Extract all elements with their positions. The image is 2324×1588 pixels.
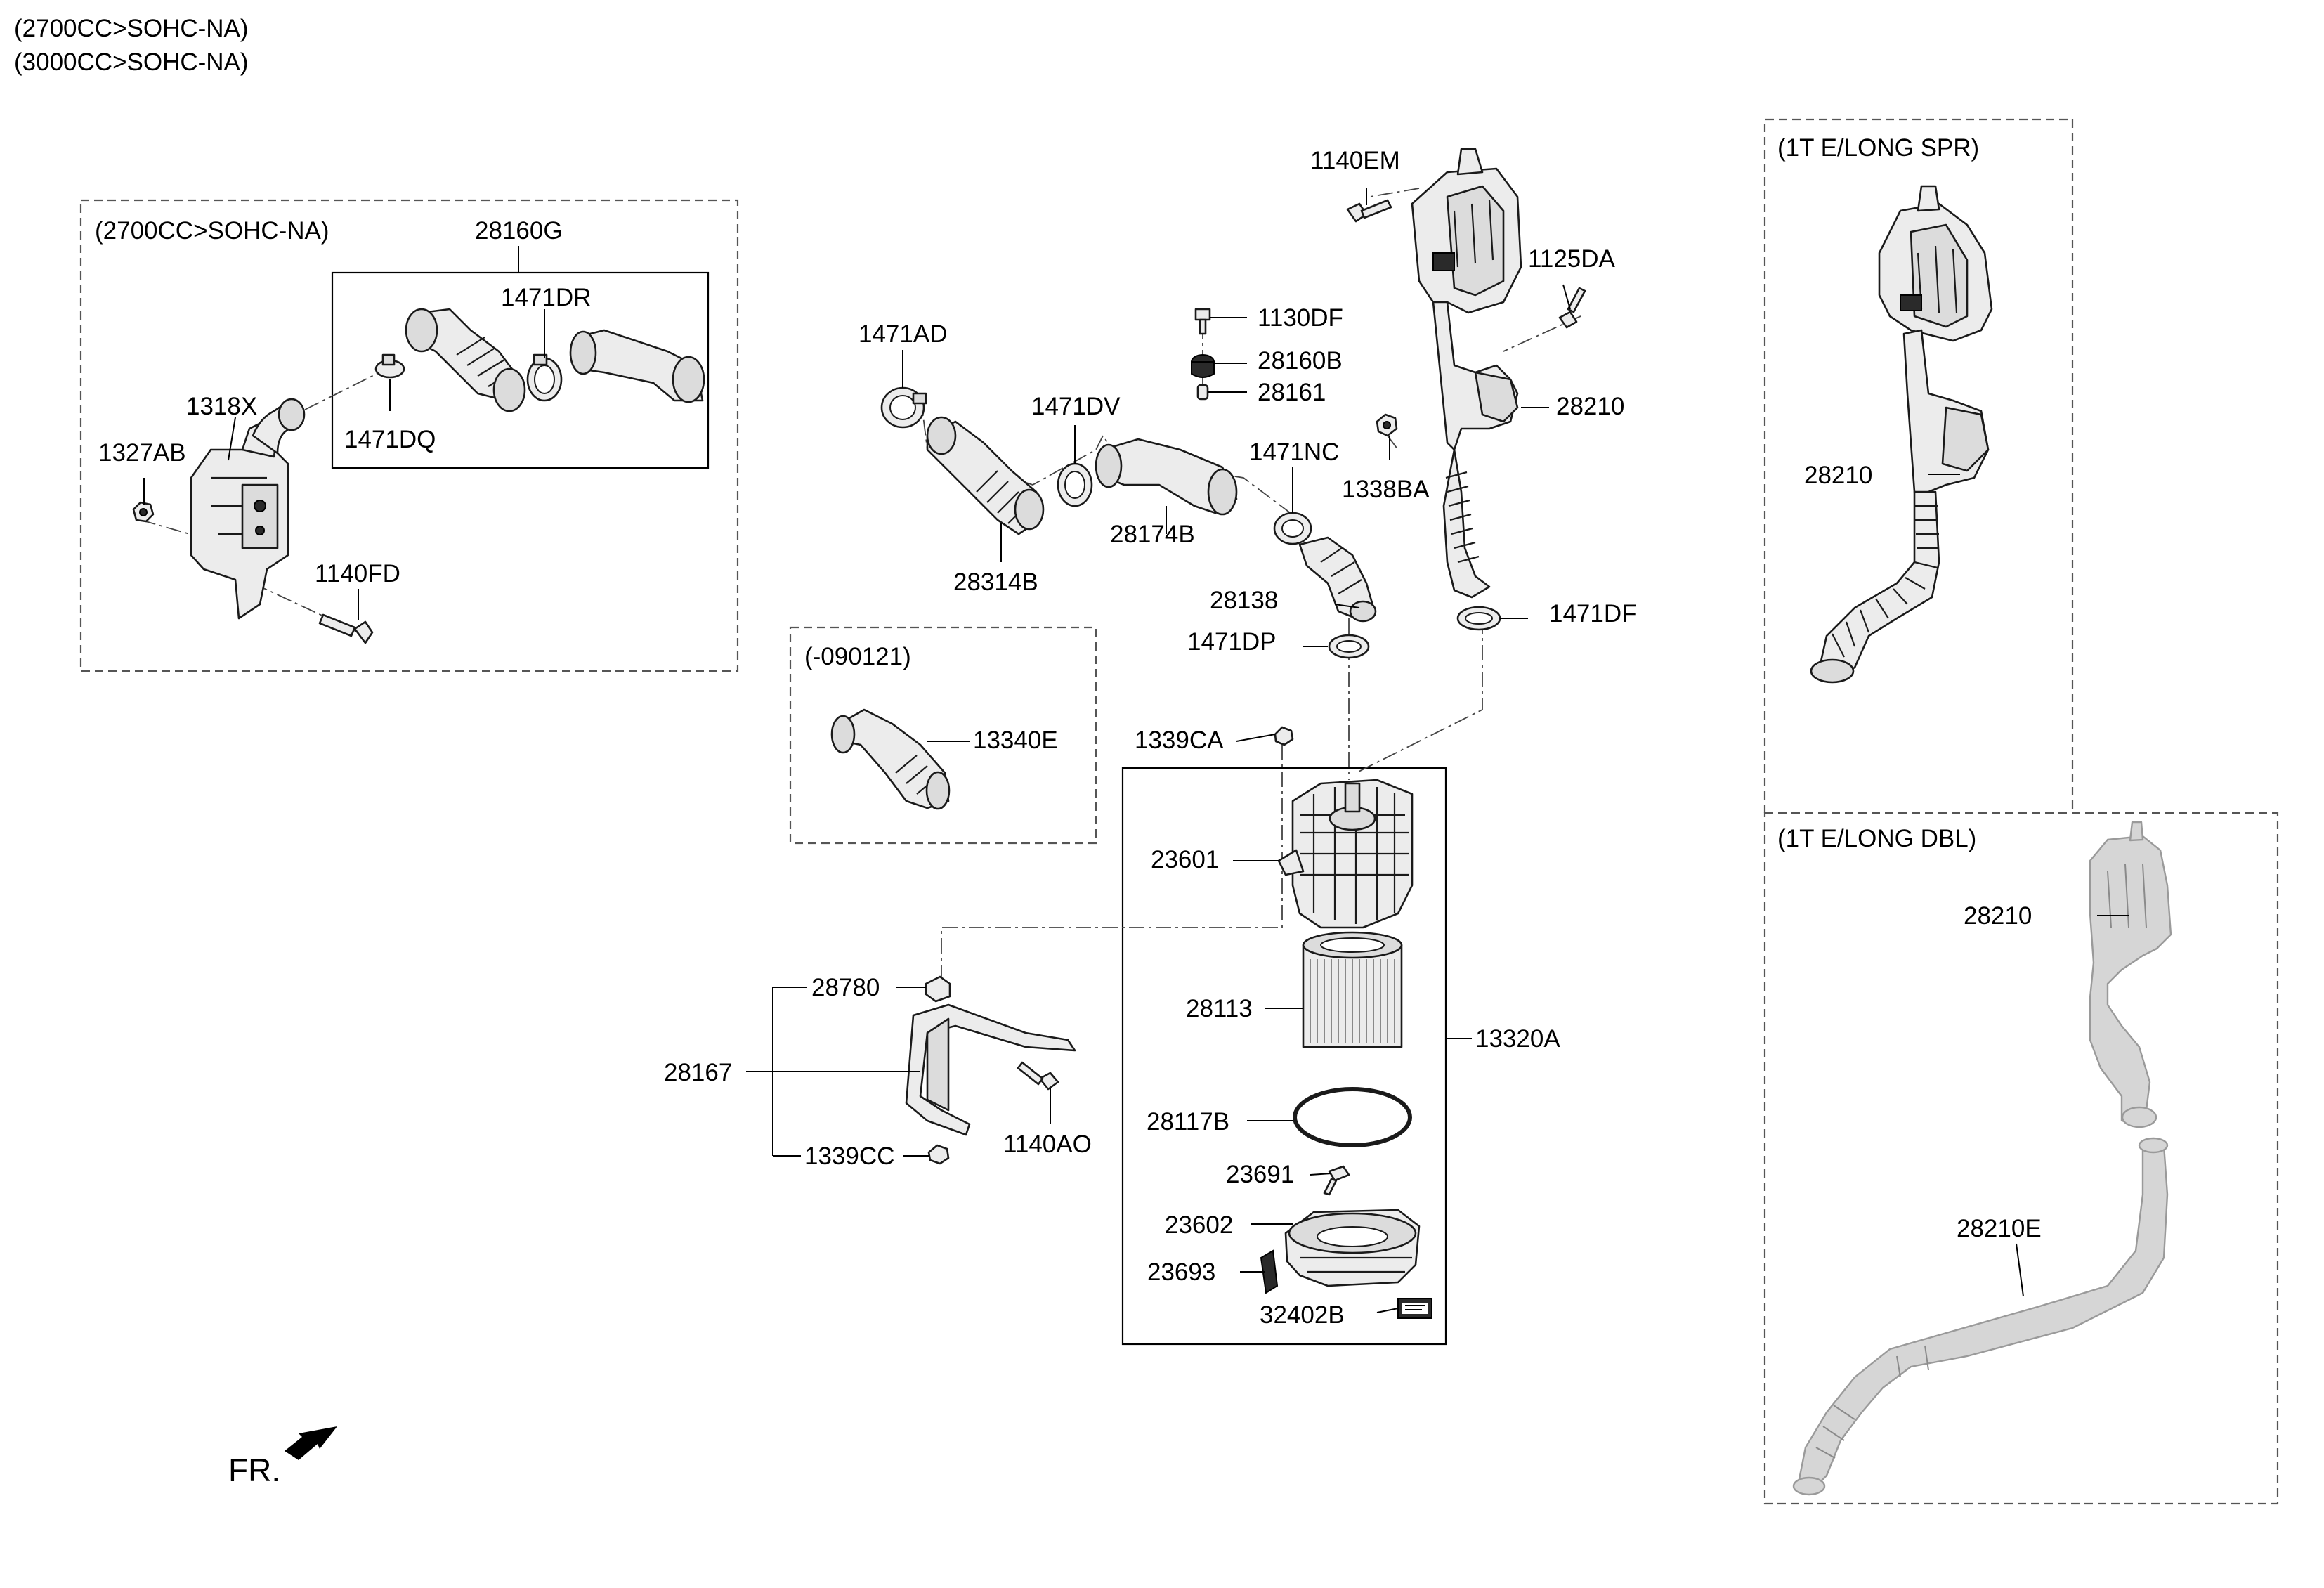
gasket-28117b <box>1293 1087 1412 1147</box>
label-28210: 28210 <box>1556 393 1624 420</box>
nut-1327ab <box>132 501 155 523</box>
header-line-1: (2700CC>SOHC-NA) <box>14 15 249 42</box>
bolt-1125da <box>1558 287 1586 329</box>
hose-right-28160g <box>569 329 705 403</box>
grommet-28160b <box>1191 354 1215 378</box>
label-1140ao: 1140AO <box>1003 1131 1092 1158</box>
nut-28780 <box>925 975 951 1003</box>
hose-28314b <box>926 416 1045 535</box>
label-28113: 28113 <box>1186 995 1253 1022</box>
group-box-090121 <box>789 626 1097 845</box>
label-13340e: 13340E <box>973 727 1058 754</box>
label-1471dp: 1471DP <box>1187 628 1276 656</box>
clamp-1471ad <box>880 386 927 429</box>
label-23601: 23601 <box>1151 846 1219 873</box>
hose-28138 <box>1298 536 1377 623</box>
label-28117b: 28117B <box>1147 1108 1229 1135</box>
label-28210-spr: 28210 <box>1804 462 1872 489</box>
clamp-1471dp <box>1328 634 1370 659</box>
snorkel-spr-28210 <box>1810 185 1993 684</box>
group-box-spr <box>1763 118 2074 813</box>
label-1471dq: 1471DQ <box>344 426 436 453</box>
group-box-2700cc <box>79 199 739 672</box>
clamp-1471dv <box>1057 462 1093 507</box>
clamp-1471nc <box>1273 512 1312 545</box>
snorkel-dbl-28210 <box>2089 821 2172 1128</box>
label-28161: 28161 <box>1258 379 1326 406</box>
label-23691: 23691 <box>1226 1161 1294 1188</box>
hose-28174b <box>1095 438 1238 516</box>
label-28167: 28167 <box>664 1059 732 1086</box>
label-1125da: 1125DA <box>1528 245 1616 273</box>
nut-1339ca <box>1274 726 1294 746</box>
resonator-1318x <box>190 398 306 620</box>
lower-housing-23602 <box>1284 1209 1421 1287</box>
label-1327ab: 1327AB <box>98 439 186 467</box>
group-title-spr: (1T E/LONG SPR) <box>1777 134 1979 162</box>
part-labels: 1471DR 1318X 1327AB 1471DQ 1140FD 1471AD… <box>98 147 2042 1329</box>
bolt-1140ao <box>1017 1061 1059 1091</box>
label-23693: 23693 <box>1147 1258 1215 1286</box>
label-1338ba: 1338BA <box>1342 476 1430 503</box>
label-23602: 23602 <box>1165 1211 1233 1239</box>
clip-23691 <box>1323 1165 1350 1196</box>
kit-box-28160g <box>331 271 710 469</box>
front-direction-indicator: FR. <box>228 1426 337 1488</box>
front-arrow-icon <box>285 1426 337 1460</box>
header-line-2: (3000CC>SOHC-NA) <box>14 48 249 76</box>
clamp-1471dq <box>374 353 405 379</box>
bolt-1130df <box>1194 308 1211 335</box>
collar-28161 <box>1196 384 1209 401</box>
upper-housing-23601 <box>1277 779 1414 929</box>
label-1318x: 1318X <box>186 393 257 420</box>
group-title-dbl: (1T E/LONG DBL) <box>1777 825 1976 852</box>
filter-element-28113 <box>1302 931 1403 1048</box>
group-title-090121: (-090121) <box>804 643 911 670</box>
hose-13340e <box>830 708 951 810</box>
clamp-1471df <box>1456 606 1501 631</box>
label-1130df: 1130DF <box>1258 304 1343 332</box>
kit-box-13320a <box>1121 767 1447 1346</box>
label-1140em: 1140EM <box>1310 147 1400 174</box>
label-1471df: 1471DF <box>1549 600 1637 627</box>
label-1471dr: 1471DR <box>501 284 591 311</box>
label-28210-dbl: 28210 <box>1964 902 2032 930</box>
nut-1339cc <box>927 1144 950 1165</box>
label-1471ad: 1471AD <box>859 320 947 348</box>
strap-23693 <box>1260 1249 1279 1294</box>
nut-1338ba <box>1376 413 1398 437</box>
label-28174b: 28174B <box>1110 521 1195 548</box>
label-32402b: 32402B <box>1260 1301 1345 1329</box>
label-1339ca: 1339CA <box>1135 727 1224 754</box>
label-28210e: 28210E <box>1957 1215 2042 1242</box>
label-28138: 28138 <box>1210 587 1278 614</box>
clamp-1471dr <box>526 353 563 402</box>
bracket-28167 <box>905 1003 1076 1136</box>
label-1140fd: 1140FD <box>315 560 400 587</box>
label-32402b <box>1397 1298 1432 1319</box>
label-1471dv: 1471DV <box>1031 393 1121 420</box>
group-title-2700cc: (2700CC>SOHC-NA) <box>95 217 329 245</box>
fr-label: FR. <box>228 1452 280 1488</box>
kit-title-28160g: 28160G <box>475 217 563 245</box>
label-1339cc: 1339CC <box>804 1143 894 1170</box>
label-13320a: 13320A <box>1475 1025 1560 1053</box>
leader-lines <box>143 188 2129 1313</box>
snorkel-28210 <box>1411 148 1522 599</box>
label-28160b: 28160B <box>1258 347 1343 375</box>
label-1471nc: 1471NC <box>1249 438 1339 466</box>
bolt-1140fd <box>318 613 374 644</box>
label-28314b: 28314B <box>953 568 1038 596</box>
label-28780: 28780 <box>811 974 880 1001</box>
group-box-dbl <box>1763 812 2279 1505</box>
duct-28210e <box>1792 1137 2169 1496</box>
hose-28160g <box>405 308 526 412</box>
bolt-1140em <box>1346 199 1392 223</box>
